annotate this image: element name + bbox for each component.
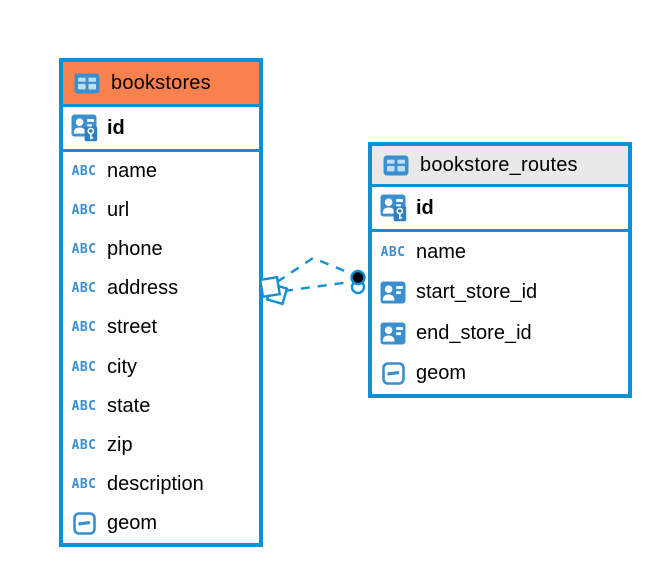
table-row[interactable]: ABC state: [63, 386, 259, 426]
primary-key-icon: [69, 114, 99, 142]
table-bookstore-routes[interactable]: bookstore_routes id ABC: [368, 142, 632, 398]
table-bookstores-header[interactable]: bookstores: [63, 62, 259, 107]
column-name: zip: [107, 433, 133, 456]
table-bookstores[interactable]: bookstores id ABC: [59, 58, 263, 547]
table-row[interactable]: end_store_id: [372, 313, 628, 354]
text-icon: ABC: [380, 244, 406, 260]
column-name: end_store_id: [416, 321, 532, 344]
column-name: url: [107, 199, 130, 222]
column-name: city: [107, 355, 137, 378]
text-icon: ABC: [71, 437, 97, 453]
table-row[interactable]: ABC name: [63, 152, 259, 192]
column-name: geom: [107, 511, 158, 534]
table-row[interactable]: start_store_id: [372, 272, 628, 313]
relation-source-marker: [258, 275, 289, 306]
table-bookstore-routes-header[interactable]: bookstore_routes: [372, 146, 628, 187]
column-name: id: [107, 116, 125, 139]
primary-key-icon: [378, 194, 408, 222]
text-icon: ABC: [71, 398, 97, 414]
column-list: ABC name start_store_id: [372, 232, 628, 394]
column-name: address: [107, 277, 179, 300]
column-name: id: [416, 196, 434, 219]
table-row[interactable]: ABC phone: [63, 230, 259, 270]
table-row[interactable]: ABC street: [63, 308, 259, 348]
table-row[interactable]: ABC city: [63, 347, 259, 387]
column-name: description: [107, 472, 204, 495]
table-name: bookstores: [111, 71, 211, 94]
reference-icon: [378, 322, 408, 345]
table-name: bookstore_routes: [420, 153, 578, 176]
table-row[interactable]: geom: [372, 353, 628, 394]
table-row[interactable]: ABC url: [63, 191, 259, 231]
column-name: street: [107, 316, 158, 339]
table-row[interactable]: ABC zip: [63, 425, 259, 465]
geometry-icon: [69, 512, 99, 535]
table-row[interactable]: ABC address: [63, 269, 259, 309]
text-icon: ABC: [71, 242, 97, 258]
table-row[interactable]: ABC name: [372, 232, 628, 273]
text-icon: ABC: [71, 281, 97, 297]
column-name: state: [107, 394, 151, 417]
text-icon: ABC: [71, 164, 97, 180]
table-row[interactable]: ABC description: [63, 464, 259, 504]
column-list: ABC name ABC url ABC phone ABC address A…: [63, 152, 259, 543]
column-name: phone: [107, 238, 163, 261]
text-icon: ABC: [71, 476, 97, 492]
reference-icon: [378, 281, 408, 304]
relation-target-marker: [350, 269, 366, 295]
relation-line-upper: [276, 256, 353, 283]
column-name: start_store_id: [416, 281, 538, 304]
column-name: name: [416, 240, 467, 263]
table-icon: [72, 73, 102, 94]
column-name: geom: [416, 362, 467, 385]
text-icon: ABC: [71, 203, 97, 219]
table-row[interactable]: geom: [63, 503, 259, 543]
table-row-primary-key[interactable]: id: [372, 187, 628, 232]
text-icon: ABC: [71, 320, 97, 336]
table-icon: [381, 155, 411, 176]
relation-line-lower: [283, 280, 351, 293]
text-icon: ABC: [71, 359, 97, 375]
geometry-icon: [378, 362, 408, 386]
column-name: name: [107, 160, 158, 183]
table-row-primary-key[interactable]: id: [63, 107, 259, 152]
